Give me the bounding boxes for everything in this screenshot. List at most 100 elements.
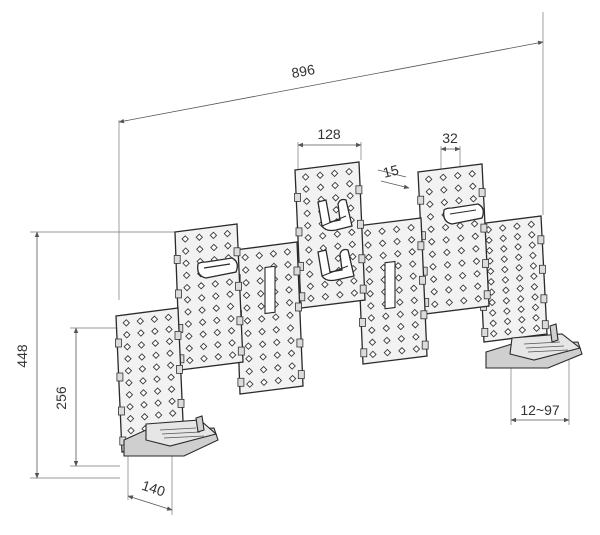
peg-hole — [198, 318, 207, 326]
peg-hole — [441, 223, 450, 232]
peg-hole — [439, 173, 447, 182]
peg-hole — [245, 354, 253, 363]
peg-hole — [378, 227, 386, 235]
connector-tab — [295, 227, 303, 237]
peg-hole — [331, 193, 340, 202]
peg-hole — [514, 243, 522, 251]
peg-hole — [393, 237, 401, 246]
peg-hole — [283, 248, 292, 256]
peg-hole — [426, 212, 435, 221]
peg-hole — [140, 413, 149, 421]
peg-hole — [185, 332, 193, 340]
peg-hole — [321, 280, 329, 289]
peg-hole — [334, 242, 342, 250]
peg-hole — [457, 246, 466, 255]
connector-tab — [355, 185, 363, 195]
peg-hole — [378, 239, 387, 248]
peg-hole — [412, 345, 421, 353]
peg-hole — [316, 183, 325, 192]
peg-hole — [469, 182, 477, 191]
peg-hole — [197, 282, 205, 290]
peg-hole — [154, 411, 163, 419]
peg-hole — [528, 230, 536, 239]
pegboard-panels — [115, 161, 549, 453]
peg-hole — [241, 266, 250, 274]
peg-hole — [196, 245, 204, 254]
peg-hole — [211, 280, 220, 288]
peg-hole — [301, 173, 310, 181]
peg-hole — [498, 224, 507, 232]
peg-hole — [350, 289, 359, 297]
peg-hole — [212, 304, 221, 312]
peg-hole — [288, 362, 296, 370]
connector-tab — [174, 330, 182, 340]
peg-hole — [470, 220, 479, 228]
peg-hole — [364, 253, 373, 262]
peg-hole — [485, 246, 494, 255]
peg-hole — [345, 167, 353, 176]
peg-hole — [183, 295, 192, 304]
peg-hole — [307, 294, 315, 303]
peg-hole — [488, 298, 496, 307]
peg-hole — [396, 310, 405, 319]
peg-hole — [273, 351, 282, 359]
peg-hole — [443, 248, 451, 257]
peg-hole — [382, 312, 390, 320]
peg-hole — [424, 175, 433, 183]
peg-hole — [136, 317, 145, 325]
peg-hole — [138, 365, 147, 373]
peg-hole — [257, 315, 266, 323]
peg-hole — [259, 353, 267, 361]
peg-hole — [272, 313, 280, 321]
peg-hole — [397, 334, 406, 343]
peg-hole — [336, 291, 344, 299]
connector-tab — [481, 327, 489, 337]
peg-hole — [504, 328, 512, 336]
peg-hole — [368, 338, 377, 347]
peg-hole — [346, 192, 354, 200]
peg-hole — [260, 378, 268, 387]
peg-hole — [527, 220, 536, 229]
peg-hole — [345, 179, 354, 188]
peg-hole — [243, 304, 251, 312]
peg-hole — [199, 330, 207, 339]
peg-hole — [431, 300, 439, 308]
peg-hole — [528, 241, 537, 249]
peg-hole — [487, 277, 495, 286]
peg-hole — [305, 258, 314, 266]
peg-hole — [214, 340, 222, 349]
peg-hole — [123, 343, 132, 351]
peg-hole — [274, 376, 283, 385]
peg-hole — [489, 319, 497, 328]
peg-hole — [256, 277, 264, 285]
peg-hole — [364, 241, 372, 249]
peg-hole — [286, 324, 295, 332]
peg-hole — [392, 225, 401, 234]
peg-hole — [125, 390, 134, 399]
peg-hole — [182, 259, 190, 268]
peg-hole — [532, 324, 541, 332]
peg-hole — [124, 367, 133, 375]
connector-tab — [177, 398, 185, 408]
peg-hole — [440, 198, 449, 207]
shelf-right — [485, 323, 583, 369]
peg-hole — [318, 232, 327, 240]
connector-tab — [235, 281, 242, 291]
peg-hole — [186, 356, 194, 365]
peg-hole — [468, 170, 476, 178]
slot-bracket-right — [384, 260, 396, 310]
peg-hole — [427, 225, 435, 233]
connector-tab — [293, 266, 301, 276]
peg-hole — [365, 265, 373, 274]
peg-hole — [472, 245, 480, 253]
peg-hole — [457, 234, 465, 242]
peg-hole — [285, 286, 293, 294]
peg-hole — [503, 307, 511, 315]
panel-center-left — [233, 241, 305, 395]
peg-hole — [126, 402, 134, 411]
peg-hole — [224, 241, 232, 250]
connector-tab — [421, 340, 429, 350]
peg-hole — [151, 327, 159, 335]
peg-hole — [502, 286, 510, 295]
